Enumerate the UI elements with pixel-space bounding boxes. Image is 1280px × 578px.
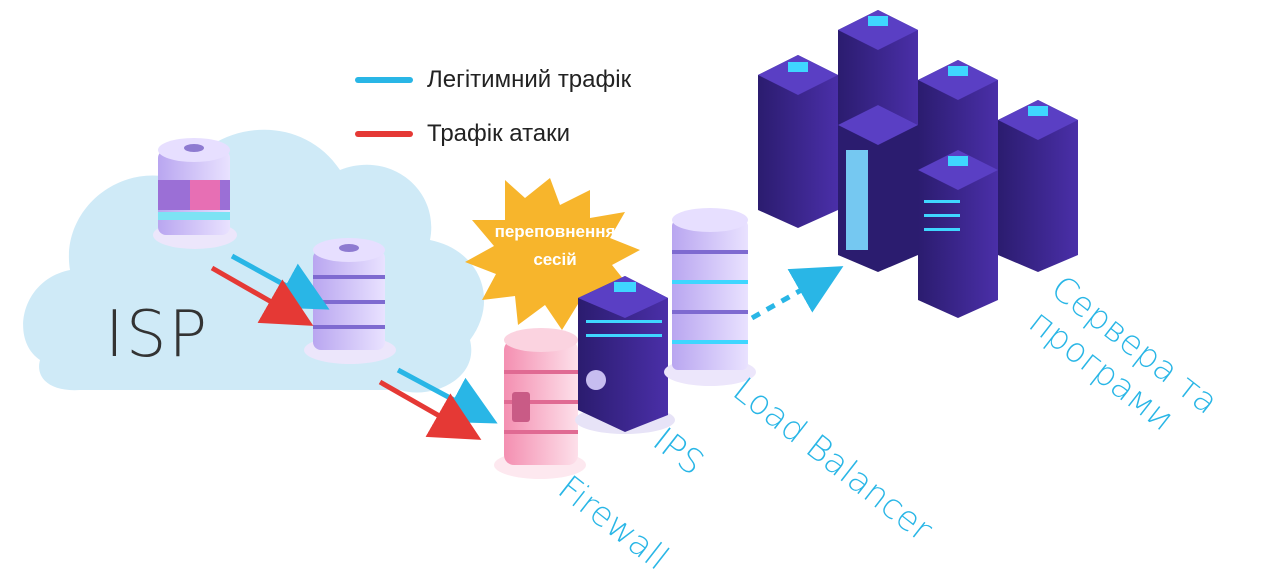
legend-label-attack: Трафік атаки bbox=[427, 120, 571, 147]
server-tower-6-icon bbox=[918, 150, 998, 318]
server-tower-4-icon bbox=[998, 100, 1078, 272]
legend-item-legitimate: Легітимний трафік bbox=[355, 62, 631, 98]
firewall-icon bbox=[494, 328, 586, 479]
ips-icon bbox=[575, 276, 675, 434]
servers-group bbox=[758, 10, 1078, 318]
burst-line-2: сесій bbox=[533, 250, 577, 269]
lb-to-servers-arrow bbox=[750, 266, 844, 321]
legend-swatch-attack bbox=[355, 131, 413, 137]
isp-label: ISP bbox=[105, 298, 210, 372]
traffic-arrows bbox=[210, 253, 844, 440]
legend-swatch-legitimate bbox=[355, 77, 413, 83]
isp-server-1-icon bbox=[153, 138, 237, 249]
server-tower-1-icon bbox=[758, 55, 838, 228]
network-diagram bbox=[23, 10, 1078, 479]
attack-arrow-2 bbox=[378, 379, 482, 440]
load-balancer-icon bbox=[664, 208, 756, 386]
isp-server-2-icon bbox=[304, 238, 396, 364]
legend: Легітимний трафік Трафік атаки bbox=[355, 62, 631, 170]
attack-arrow-1 bbox=[210, 265, 314, 326]
legend-label-legitimate: Легітимний трафік bbox=[427, 66, 632, 93]
burst-line-1: переповнення bbox=[494, 222, 616, 241]
burst-label: переповнення сесій bbox=[470, 218, 640, 274]
legend-item-attack: Трафік атаки bbox=[355, 116, 631, 152]
server-tower-5-icon bbox=[838, 105, 918, 272]
